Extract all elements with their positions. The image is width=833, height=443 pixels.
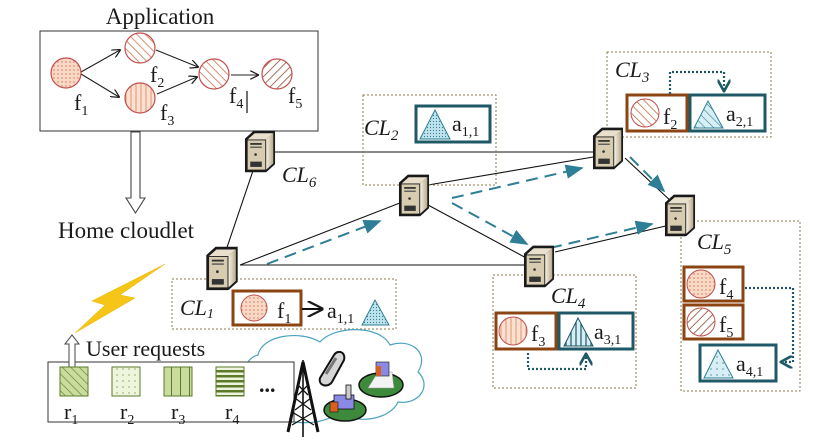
cloudlet-label-cl5: CL5 [697,229,732,258]
request-label-r2: r2 [120,399,134,428]
server-icon-cl3[interactable] [592,127,624,170]
function-icon-f4 [686,269,716,299]
function-icon-f1 [240,294,268,322]
request-label-r3: r3 [171,399,185,428]
app-dag-edges [80,49,258,97]
function-node-f2 [124,32,156,64]
function-icon-f3 [498,316,528,346]
cloudlet-label-cl2: CL2 [364,115,399,144]
cloudlet-region-cl3 [606,51,772,138]
request-icon-r1[interactable] [59,366,89,397]
instance-box-label-a41: a4,1 [736,351,763,380]
cloudlet-region-cl5 [680,220,801,392]
function-label-f5: f5 [288,83,302,112]
server-icon-cl1[interactable] [206,246,238,291]
dag-edge-f1-f2 [80,50,120,73]
link-clm-cl4 [427,204,531,261]
link-cl3-cl5 [624,157,676,206]
cloudlet-label-cl4: CL4 [551,283,586,312]
function-node-f3 [124,82,156,114]
mobile-phone-icon [318,350,346,387]
flow-segment-1 [266,220,382,265]
function-label-f3: f3 [160,100,174,129]
cloudlet-label-cl3: CL3 [615,57,649,86]
request-label-r4: r4 [225,399,239,428]
server-icon-middle[interactable] [398,174,430,217]
dag-edge-f1-f3 [80,73,119,97]
function-box-label-f5: f5 [719,312,733,341]
cell-tower-icon [286,360,320,437]
instance-box-label-a11-cl2: a1,1 [452,111,479,140]
more-requests-ellipsis: ... [259,372,276,397]
user-requests-label: User requests [86,336,205,361]
request-icon-r3[interactable] [163,366,193,397]
cloudlet-region-cl2 [362,94,497,186]
function-label-f4: f4 [229,83,243,112]
request-label-r1: r1 [64,399,78,428]
function-node-f5 [261,58,293,90]
request-icon-r4[interactable] [215,366,245,397]
factory-icon [323,384,367,422]
wireless-lightning-icon [74,263,166,334]
function-icon-f2 [630,98,660,128]
home-cloudlet-label: Home cloudlet [58,218,195,243]
request-flow [266,156,666,265]
cloudlet-label-cl1: CL1 [180,295,214,322]
instance-icon-a21 [693,99,724,129]
dag-edge-f3-f4 [156,77,197,95]
function-node-f1 [50,57,82,89]
deploy-link-cl5 [745,286,795,362]
function-icon-f5 [686,307,716,337]
instance-icon-a11-cl2 [419,108,451,140]
deploy-link-cl4 [526,353,586,371]
function-box-label-f2: f2 [663,104,677,133]
function-label-f2: f2 [150,62,164,91]
instance-icon-a31 [563,316,594,347]
instance-label-cl1: a1,1 [327,298,354,327]
instance-icon-a41 [703,348,734,379]
server-icon-cl4[interactable] [523,245,555,288]
dag-edge-f2-f4 [155,49,198,67]
flow-segment-2 [451,164,584,199]
link-clm-cl3 [427,154,606,186]
server-icon-cl6[interactable] [244,130,276,173]
function-box-label-f3: f3 [531,321,545,350]
link-cl1-clm [239,200,406,266]
network-links [219,151,676,269]
function-box-label-f4: f4 [719,274,733,303]
instance-box-label-a21: a2,1 [726,101,753,130]
instance-box-label-a31: a3,1 [594,319,621,348]
cloudlet-label-cl6: CL6 [282,162,317,191]
function-label-f1: f1 [74,90,88,119]
application-title: Application [106,4,215,29]
function-box-label-f1: f1 [277,298,291,327]
request-icon-r2[interactable] [111,366,141,397]
flow-segment-4 [629,156,666,193]
deploy-link-cl3 [668,70,724,94]
offload-arrow-icon [125,131,146,215]
server-icon-cl5[interactable] [664,194,696,237]
flow-segment-3 [451,202,529,245]
function-node-f4 [198,58,230,90]
flow-segment-5 [549,220,654,249]
link-cl4-cl5 [554,224,671,253]
instance-icon-a11-cl1 [361,298,390,326]
cloudlet-region-cl1 [171,278,397,330]
office-building-icon [358,361,404,398]
